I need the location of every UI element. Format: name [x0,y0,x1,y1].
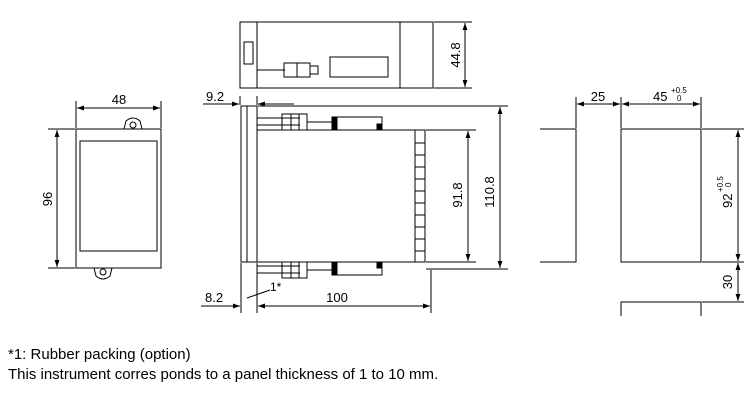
body-height-label: 91.8 [450,182,465,207]
cutout-width-tol-lower: 0 [677,94,682,103]
top-view [239,21,472,89]
side-fins [414,130,425,262]
cutout-rect [620,128,702,263]
front-bottom-hole [99,268,107,276]
top-bracket [329,56,389,78]
packing-leader [246,289,271,299]
cutout-height-label: 92 [720,194,735,208]
bezel-offset-label: 9.2 [206,89,224,104]
total-height-label: 110.8 [482,176,497,208]
side-bezel [240,105,258,263]
top-body [256,21,434,89]
side-bottom-screw [331,261,383,276]
front-display-window [79,140,158,252]
cutout-height-tol-lower: 0 [724,182,733,187]
top-height-label: 44.8 [448,42,463,67]
cutout-width-label: 45 [653,89,667,104]
side-bottom-bracket [257,261,383,279]
front-height-label: 96 [40,192,55,206]
front-bezel [75,128,162,269]
cutout-height-tol-upper: +0.5 [716,176,725,192]
rubber-packing-note: *1: Rubber packing (option) [8,346,191,363]
side-top-screw [331,116,383,131]
cutout-spacing-label: 30 [720,275,735,289]
side-body [256,129,426,263]
cutout-width-tol-upper: +0.5 [671,86,687,95]
cutout-margin-label: 25 [591,89,605,104]
top-bezel-inner [243,41,254,65]
front-width-label: 48 [112,92,126,107]
depth-label: 100 [326,290,348,305]
front-view [48,101,162,280]
side-view [201,96,508,313]
front-top-hole [129,121,137,129]
bezel-thickness-label: 8.2 [205,290,223,305]
front-bottom-tab [93,267,113,280]
panel-thickness-note: This instrument corres ponds to a panel … [8,366,439,383]
panel-cutout [540,97,744,316]
top-bezel [239,21,258,89]
top-clip-tab [309,65,319,75]
front-top-tab [123,117,143,130]
side-top-bracket [257,113,383,131]
packing-mark-label: 1* [270,280,282,294]
